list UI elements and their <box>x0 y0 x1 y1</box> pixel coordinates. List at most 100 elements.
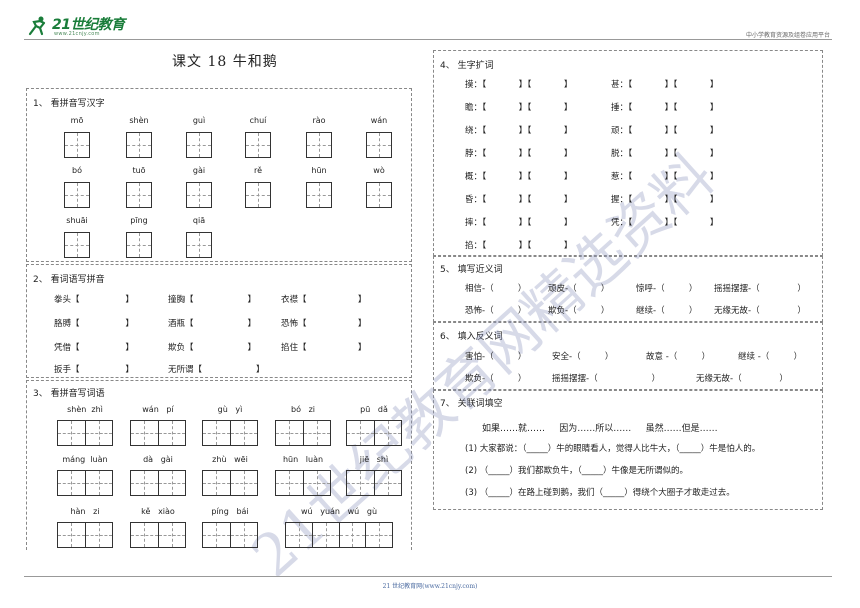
char-expand-blank[interactable]: 掐：【 】【 】 <box>465 241 573 251</box>
synonym-blank[interactable]: 惊呼-（ ） <box>636 284 698 294</box>
word-pinyin-blank[interactable]: 衣襟【 】 <box>281 295 367 305</box>
char-expand-blank[interactable]: 惹：【 】【 】 <box>611 172 719 182</box>
char-expand-blank[interactable]: 概：【 】【 】 <box>465 172 573 182</box>
word-pinyin-blank[interactable]: 酒瓶【 】 <box>168 319 257 329</box>
word-pinyin-blank[interactable]: 欺负【 】 <box>168 343 257 353</box>
hanzi-writing-box[interactable] <box>64 182 90 208</box>
word-pinyin-blank[interactable]: 扳手【 】 <box>54 365 134 375</box>
hanzi-writing-box[interactable] <box>245 182 271 208</box>
word-pinyin-blank[interactable]: 撞胸【 】 <box>168 295 257 305</box>
word-writing-box[interactable] <box>202 420 258 446</box>
char-expand-blank[interactable]: 摸：【 】【 】 <box>465 80 573 90</box>
writing-cell[interactable] <box>312 523 340 547</box>
synonym-blank[interactable]: 无缘无故-（ ） <box>714 306 806 316</box>
hanzi-writing-box[interactable] <box>126 132 152 158</box>
writing-cell[interactable] <box>339 523 367 547</box>
char-expand-blank[interactable]: 顽：【 】【 】 <box>611 126 719 136</box>
antonym-blank[interactable]: 害怕-（ ） <box>465 352 527 362</box>
antonym-blank[interactable]: 安全-（ ） <box>552 352 614 362</box>
writing-cell[interactable] <box>303 421 331 445</box>
char-expand-blank[interactable]: 脱：【 】【 】 <box>611 149 719 159</box>
writing-cell[interactable] <box>374 421 402 445</box>
char-expand-blank[interactable]: 捶：【 】【 】 <box>611 103 719 113</box>
writing-cell[interactable] <box>366 523 392 547</box>
synonym-blank[interactable]: 恐怖-（ ） <box>465 306 527 316</box>
writing-cell[interactable] <box>230 421 258 445</box>
word-writing-box[interactable] <box>202 522 258 548</box>
word-writing-box[interactable] <box>130 420 186 446</box>
writing-cell[interactable] <box>286 523 313 547</box>
writing-cell[interactable] <box>203 471 231 495</box>
word-pinyin-blank[interactable]: 胳膊【 】 <box>54 319 134 329</box>
hanzi-writing-box[interactable] <box>366 132 392 158</box>
word-pinyin-blank[interactable]: 掐住【 】 <box>281 343 367 353</box>
word-writing-box[interactable] <box>346 470 402 496</box>
hanzi-writing-box[interactable] <box>126 232 152 258</box>
word-writing-box[interactable] <box>346 420 402 446</box>
writing-cell[interactable] <box>158 523 186 547</box>
hanzi-writing-box[interactable] <box>245 132 271 158</box>
word-writing-box[interactable] <box>57 522 113 548</box>
hanzi-writing-box[interactable] <box>306 132 332 158</box>
writing-cell[interactable] <box>230 523 258 547</box>
word-pinyin-blank[interactable]: 恐怖【 】 <box>281 319 367 329</box>
hanzi-writing-box[interactable] <box>306 182 332 208</box>
synonym-blank[interactable]: 顽皮-（ ） <box>548 284 610 294</box>
word-pinyin-blank[interactable]: 凭借【 】 <box>54 343 134 353</box>
writing-cell[interactable] <box>131 523 159 547</box>
char-expand-blank[interactable]: 摔：【 】【 】 <box>465 218 573 228</box>
word-writing-box[interactable] <box>285 522 393 548</box>
writing-cell[interactable] <box>374 471 402 495</box>
writing-cell[interactable] <box>131 421 159 445</box>
synonym-blank[interactable]: 继续-（ ） <box>636 306 698 316</box>
hanzi-writing-box[interactable] <box>64 232 90 258</box>
synonym-blank[interactable]: 欺负-（ ） <box>548 306 610 316</box>
antonym-blank[interactable]: 故意 -（ ） <box>646 352 711 362</box>
writing-cell[interactable] <box>347 421 375 445</box>
word-writing-box[interactable] <box>275 470 331 496</box>
char-expand-blank[interactable]: 绕：【 】【 】 <box>465 126 573 136</box>
word-writing-box[interactable] <box>130 522 186 548</box>
char-expand-blank[interactable]: 凭：【 】【 】 <box>611 218 719 228</box>
writing-cell[interactable] <box>203 421 231 445</box>
word-pinyin-blank[interactable]: 拳头【 】 <box>54 295 134 305</box>
synonym-blank[interactable]: 摇摇摆摆-（ ） <box>714 284 806 294</box>
writing-cell[interactable] <box>58 421 86 445</box>
hanzi-writing-box[interactable] <box>186 232 212 258</box>
conjunction-sentence[interactable]: (3) （_____）在路上碰到鹅，我们（_____）得绕个大圈子才敢走过去。 <box>465 488 735 498</box>
hanzi-writing-box[interactable] <box>186 182 212 208</box>
word-writing-box[interactable] <box>202 470 258 496</box>
writing-cell[interactable] <box>158 421 186 445</box>
writing-cell[interactable] <box>203 523 231 547</box>
char-expand-blank[interactable]: 握：【 】【 】 <box>611 195 719 205</box>
antonym-blank[interactable]: 摇摇摆摆-（ ） <box>552 374 661 384</box>
writing-cell[interactable] <box>131 471 159 495</box>
writing-cell[interactable] <box>347 471 375 495</box>
writing-cell[interactable] <box>230 471 258 495</box>
word-writing-box[interactable] <box>275 420 331 446</box>
char-expand-blank[interactable]: 脖：【 】【 】 <box>465 149 573 159</box>
char-expand-blank[interactable]: 瞻：【 】【 】 <box>465 103 573 113</box>
hanzi-writing-box[interactable] <box>366 182 392 208</box>
writing-cell[interactable] <box>276 421 304 445</box>
word-pinyin-blank[interactable]: 无所谓【 】 <box>168 365 265 375</box>
writing-cell[interactable] <box>303 471 331 495</box>
writing-cell[interactable] <box>58 471 86 495</box>
conjunction-sentence[interactable]: (1) 大家都说：（_____）牛的眼睛看人，觉得人比牛大，（_____）牛是怕… <box>465 444 761 454</box>
writing-cell[interactable] <box>85 471 113 495</box>
antonym-blank[interactable]: 欺负-（ ） <box>465 374 527 384</box>
char-expand-blank[interactable]: 甚：【 】【 】 <box>611 80 719 90</box>
hanzi-writing-box[interactable] <box>64 132 90 158</box>
antonym-blank[interactable]: 无缘无故-（ ） <box>696 374 788 384</box>
conjunction-sentence[interactable]: (2) （_____）我们都欺负牛，（_____）牛像是无所谓似的。 <box>465 466 688 476</box>
writing-cell[interactable] <box>276 471 304 495</box>
antonym-blank[interactable]: 继续 -（ ） <box>738 352 803 362</box>
hanzi-writing-box[interactable] <box>186 132 212 158</box>
hanzi-writing-box[interactable] <box>126 182 152 208</box>
synonym-blank[interactable]: 相信-（ ） <box>465 284 527 294</box>
writing-cell[interactable] <box>85 421 113 445</box>
writing-cell[interactable] <box>85 523 113 547</box>
word-writing-box[interactable] <box>130 470 186 496</box>
word-writing-box[interactable] <box>57 420 113 446</box>
char-expand-blank[interactable]: 昏：【 】【 】 <box>465 195 573 205</box>
